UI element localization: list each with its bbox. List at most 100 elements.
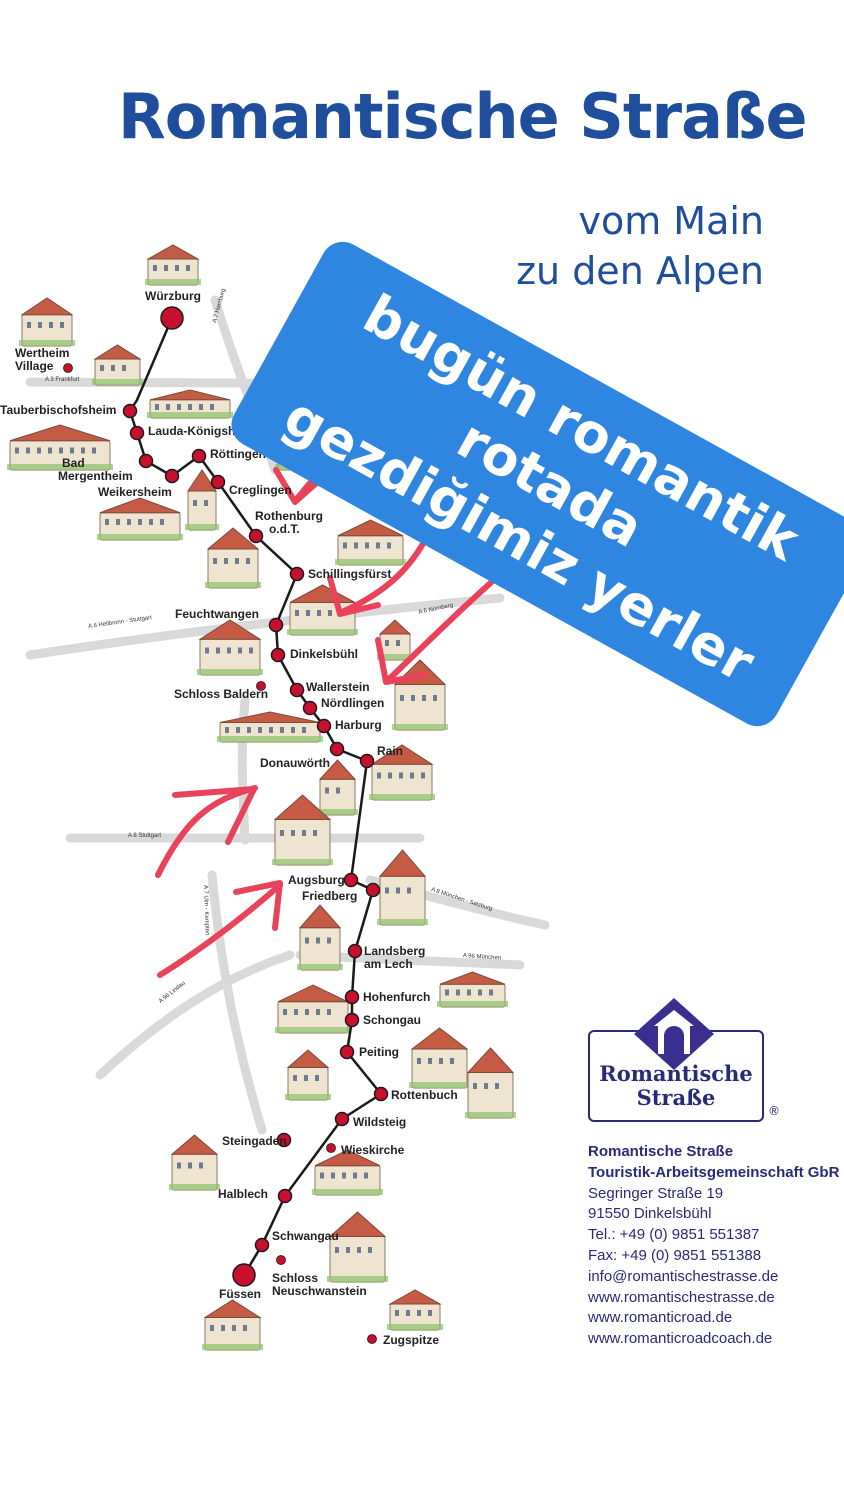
stop-schillingsf-rst	[289, 566, 305, 582]
place-label-wildsteig: Wildsteig	[353, 1115, 407, 1129]
place-label-halblech: Halblech	[218, 1187, 269, 1201]
road-label-2: A 3 Frankfurt	[45, 377, 80, 383]
stop-dinkelsb-hl	[270, 647, 286, 663]
illustration-22	[275, 984, 351, 1034]
stop-tauberbischofsheim	[122, 403, 138, 419]
illustration-20	[297, 904, 343, 971]
illustration-14	[217, 711, 323, 743]
stop-bad-mergentheim	[138, 453, 154, 469]
place-label-zugspitze: Zugspitze	[383, 1333, 439, 1347]
place-label-r-ttingen: Röttingen	[210, 447, 266, 461]
motorway-5	[207, 870, 267, 1135]
contact-tel: Tel.: +49 (0) 9851 551387	[588, 1226, 760, 1244]
road-label-5: A 8 Stuttgart	[128, 833, 162, 839]
logo-wordmark: Romantische Straße	[588, 1062, 764, 1110]
place-label-harburg: Harburg	[335, 718, 382, 732]
place-label-schwangau: Schwangau	[272, 1229, 339, 1243]
place-label-schongau: Schongau	[363, 1013, 422, 1027]
illustration-layer	[7, 244, 516, 1351]
stop-n-rdlingen	[302, 700, 318, 716]
illustration-8	[185, 469, 219, 531]
illustration-9	[205, 527, 261, 589]
illustration-29	[387, 1289, 443, 1331]
place-label-dinkelsb-hl: Dinkelsbühl	[290, 647, 359, 661]
place-label-wallerstein: Wallerstein	[306, 680, 370, 694]
illustration-13	[197, 619, 263, 676]
illustration-16	[317, 759, 358, 816]
stop-steingaden	[276, 1132, 292, 1148]
illustration-3	[92, 344, 143, 386]
contact-city: 91550 Dinkelsbühl	[588, 1205, 712, 1223]
subtitle-line-1: vom Main	[578, 199, 764, 243]
illustration-4	[147, 389, 233, 419]
illustration-5	[7, 424, 113, 471]
map-title: Romantische Straße	[118, 80, 808, 153]
stop-f-ssen	[232, 1263, 256, 1287]
stop-wildsteig	[334, 1111, 350, 1127]
stop-weikersheim	[164, 468, 180, 484]
logo-line-2: Straße	[636, 1085, 716, 1110]
illustration-27	[169, 1134, 220, 1191]
place-label-creglingen: Creglingen	[229, 483, 292, 497]
illustration-10	[335, 519, 406, 566]
stop-rain	[359, 753, 375, 769]
stop-schongau	[344, 1012, 360, 1028]
place-label-n-rdlingen: Nördlingen	[321, 696, 385, 710]
logo-line-1: Romantische	[599, 1061, 753, 1086]
stop-feuchtwangen	[268, 617, 284, 633]
place-label-hohenfurch: Hohenfurch	[363, 990, 431, 1004]
contact-org-type: Touristik-Arbeitsgemeinschaft GbR	[588, 1163, 840, 1181]
stop-zugspitze	[367, 1334, 377, 1344]
contact-web-3: www.romanticroadcoach.de	[588, 1330, 773, 1348]
illustration-12	[377, 619, 413, 661]
annotation-arrow-5	[157, 880, 283, 978]
illustration-1	[145, 244, 201, 286]
subtitle-line-2: zu den Alpen	[516, 249, 764, 293]
stop-hohenfurch	[344, 989, 360, 1005]
map-subtitle: vom Main zu den Alpen	[516, 196, 764, 296]
motorway-8	[95, 950, 295, 1080]
contact-email: info@romantischestrasse.de	[588, 1267, 779, 1285]
illustration-28	[327, 1211, 388, 1283]
stop-friedberg	[365, 882, 381, 898]
place-label-w-rzburg: Würzburg	[145, 289, 201, 303]
registered-mark: ®	[768, 1104, 780, 1118]
place-label-tauberbischofsheim: Tauberbischofsheim	[0, 403, 117, 417]
place-label-augsburg: Augsburg	[288, 873, 345, 887]
illustration-26	[312, 1149, 383, 1196]
place-label-weikersheim: Weikersheim	[98, 485, 172, 499]
stop-lauda-k-nigshofen	[129, 425, 145, 441]
contact-block: Romantische Straße Touristik-Arbeitsgeme…	[588, 1142, 839, 1350]
stop-rothenburg-o-d-t-	[248, 528, 264, 544]
illustration-30	[202, 1299, 263, 1351]
illustration-18	[272, 794, 333, 866]
stop-harburg	[316, 718, 332, 734]
stop-r-ttingen	[191, 448, 207, 464]
illustration-21	[437, 971, 508, 1008]
annotation-arrow-4	[155, 785, 258, 878]
place-label-rottenbuch: Rottenbuch	[391, 1088, 458, 1102]
place-label-rain: Rain	[377, 744, 404, 758]
stop-rottenbuch	[373, 1086, 389, 1102]
contact-web-1: www.romantischestrasse.de	[588, 1288, 775, 1306]
illustration-19	[377, 849, 428, 926]
place-label-schillingsf-rst: Schillingsfürst	[308, 567, 392, 581]
place-label-schloss-baldern: Schloss Baldern	[174, 687, 269, 701]
illustration-7	[97, 497, 183, 541]
stop-schloss-baldern	[256, 681, 266, 691]
stop-schwangau	[254, 1237, 270, 1253]
stop-halblech	[277, 1188, 293, 1204]
place-label-donauw-rth: Donauwörth	[260, 756, 330, 770]
stop-wieskirche	[326, 1143, 336, 1153]
motorway-3	[25, 593, 505, 660]
stop-augsburg	[343, 872, 359, 888]
stop-creglingen	[210, 474, 226, 490]
contact-fax: Fax: +49 (0) 9851 551388	[588, 1246, 762, 1264]
illustration-25	[465, 1047, 516, 1119]
place-label-peiting: Peiting	[359, 1045, 400, 1059]
stop-donauw-rth	[329, 741, 345, 757]
